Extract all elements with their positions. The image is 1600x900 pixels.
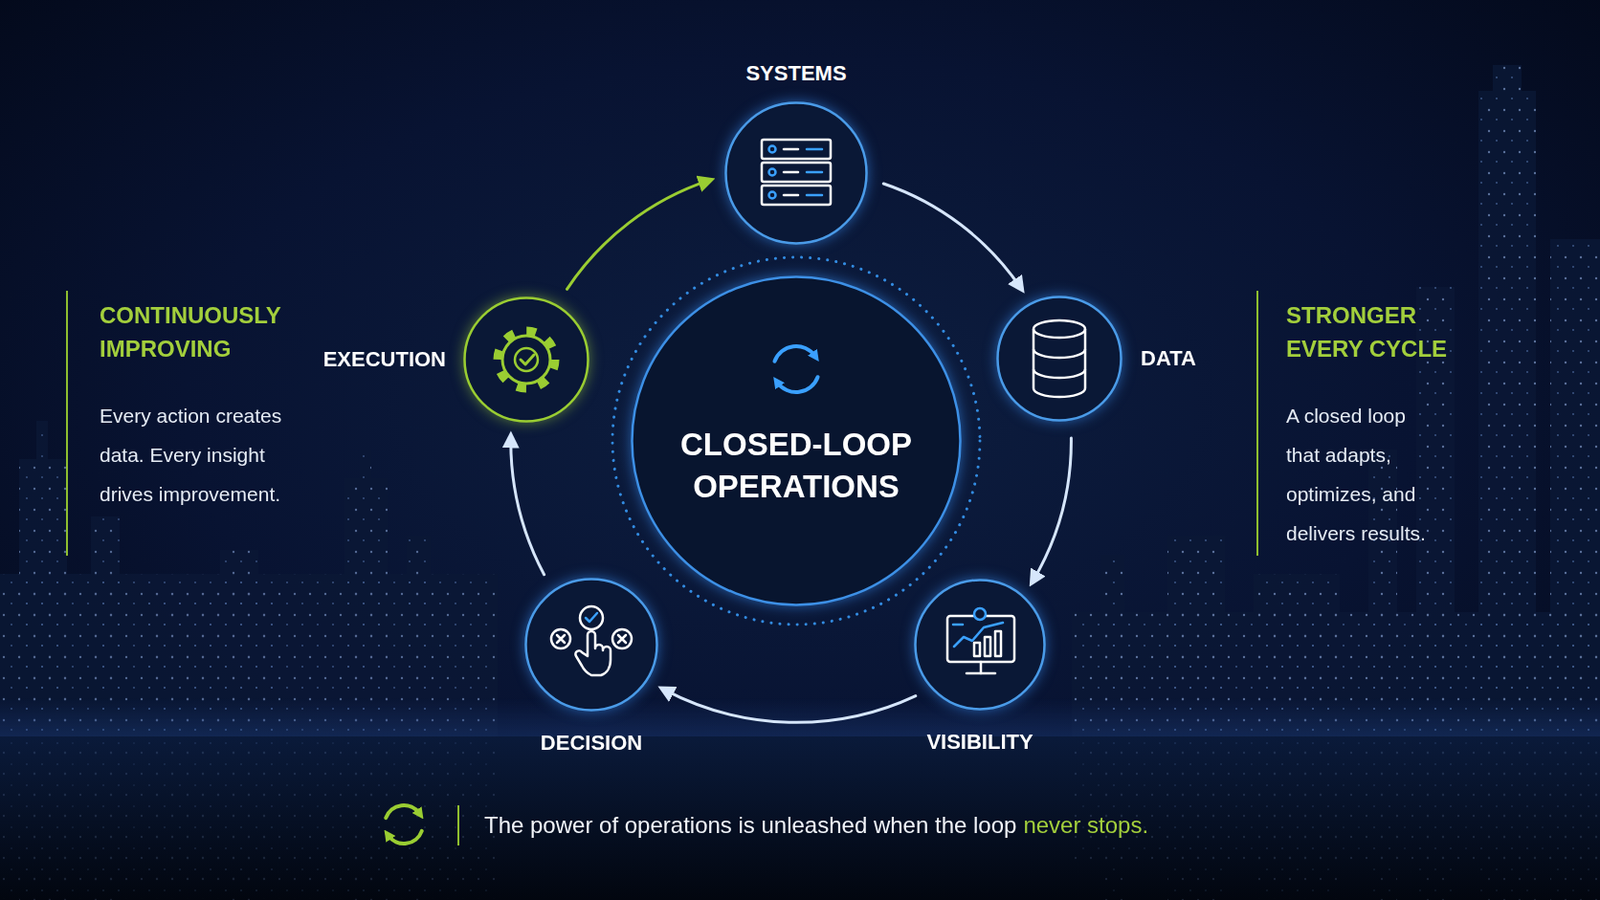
circle-outline [996, 295, 1123, 423]
panel-body: Every action creates data. Every insight… [99, 396, 291, 514]
panel-divider [1286, 381, 1382, 384]
circle-shape [915, 580, 1045, 711]
circle-shape [526, 579, 658, 712]
caption-separator [457, 805, 460, 846]
refinery-silhouette [0, 65, 1600, 737]
node-label: DECISION [540, 731, 643, 756]
footer-row: The power of operations is unleashed whe… [484, 811, 1149, 841]
panel-bar [1256, 290, 1259, 556]
hub-title: CLOSED-LOOP OPERATIONS [630, 423, 962, 509]
circle-shape [465, 298, 589, 423]
node-label: DATA [1140, 346, 1197, 372]
cycle-node: SYSTEMS [724, 101, 868, 245]
node-label: SYSTEMS [745, 61, 846, 87]
circle-outline [524, 577, 659, 712]
cycle-arrow [664, 689, 916, 723]
node-label: EXECUTION [323, 347, 446, 373]
cycle-arrow [511, 438, 545, 576]
circle-shape [998, 297, 1122, 422]
water-reflection [0, 736, 1600, 900]
hub-circle: CLOSED-LOOP OPERATIONS [630, 275, 962, 607]
cycle-arrow [1032, 438, 1071, 582]
circle-outline [724, 101, 868, 245]
cycle-arrow [567, 180, 710, 290]
panel-bar [66, 290, 68, 556]
cycle-node: VISIBILITY [913, 578, 1046, 712]
horizon-glow [0, 698, 1600, 737]
cycle-node: DATA [996, 295, 1123, 423]
panel-body: A closed loop that adapts, optimizes, an… [1286, 396, 1440, 554]
cycle-node: DECISION [524, 577, 659, 712]
footer-text: The power of operations is unleashed whe… [484, 811, 1017, 841]
panel-heading: STRONGER EVERY CYCLE [1286, 298, 1478, 366]
circle-outline [463, 296, 590, 423]
cycle-node: EXECUTION [463, 296, 590, 423]
sync-icon [385, 805, 423, 845]
panel-divider [99, 381, 196, 384]
dotted-ring [612, 257, 980, 625]
panel-heading: CONTINUOUSLY IMPROVING [99, 298, 306, 366]
node-label: VISIBILITY [926, 730, 1033, 756]
circle-shape [726, 103, 867, 245]
cycle-arrow [883, 183, 1021, 289]
circle-outline [913, 578, 1046, 712]
footer-highlight: never stops. [1022, 811, 1149, 841]
